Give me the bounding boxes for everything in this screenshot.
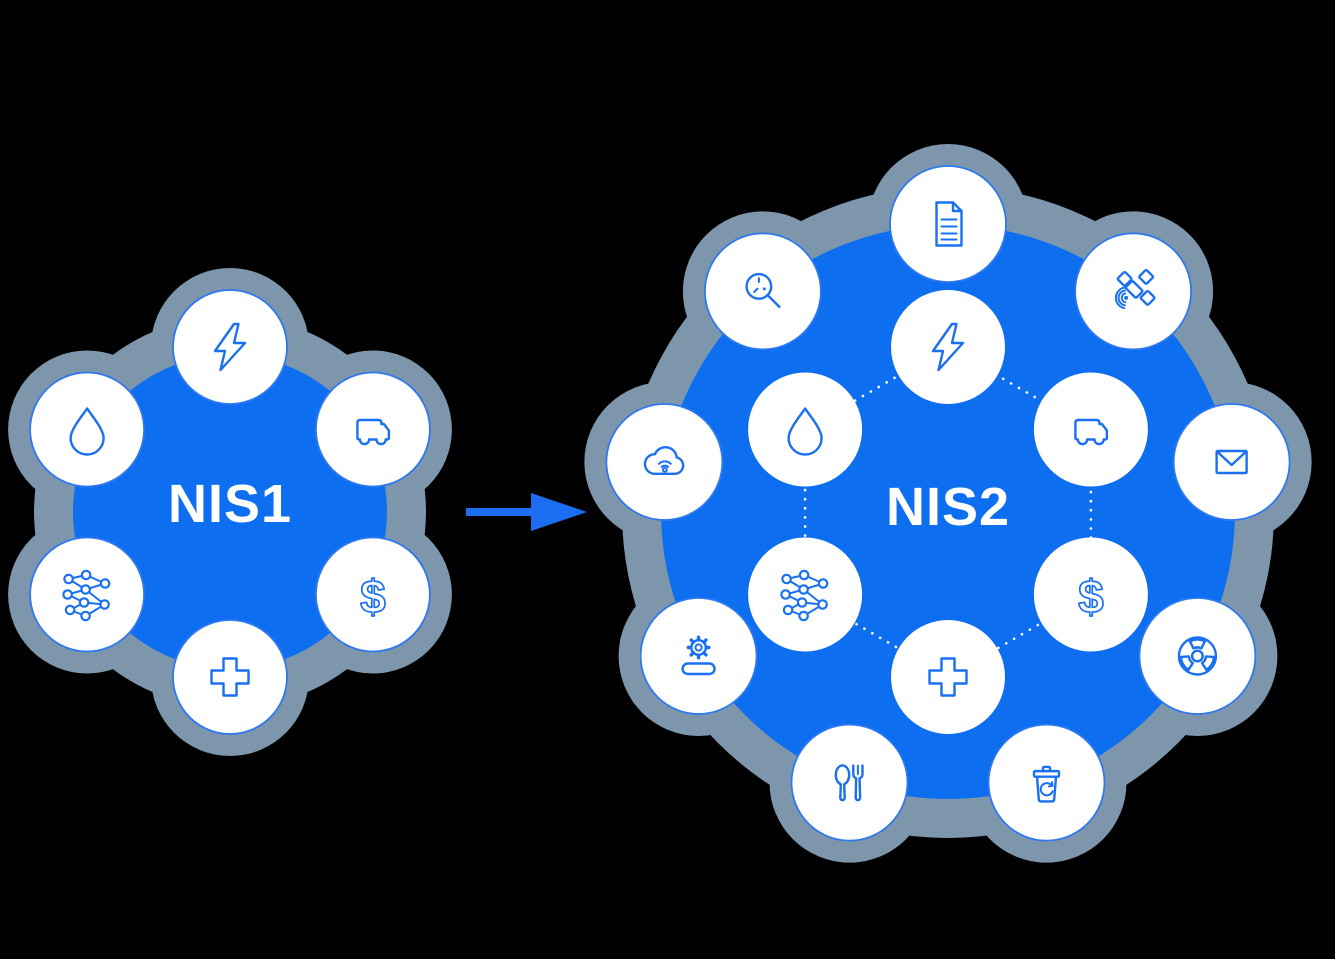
nis2-added-node-cloud-providers (605, 403, 724, 521)
nis2-added-node-space (1074, 232, 1193, 351)
transport-icon (1074, 418, 1109, 446)
drinking-water-icon (69, 407, 105, 456)
sector-circle (889, 165, 1007, 283)
nis1-node-transport (314, 371, 431, 488)
nis1-cluster: $ NIS1 (8, 268, 452, 756)
nis2-core-node-digital-infrastructure (748, 537, 863, 652)
digital-infrastructure-icon (62, 569, 111, 622)
nis2-core-node-drinking-water (748, 372, 863, 487)
health-icon (928, 657, 968, 697)
sector-circle (1172, 403, 1291, 521)
sector-circle (1138, 597, 1257, 715)
sector-circle (1074, 232, 1193, 351)
nis2-added-node-public-administration (889, 165, 1007, 283)
magnifier-clock-icon (745, 272, 781, 309)
sector-circle (314, 371, 431, 488)
banking-icon: $ (359, 570, 386, 624)
sector-circle (790, 723, 909, 842)
nis1-node-health (172, 619, 288, 735)
sector-circle (748, 372, 863, 487)
radiation-icon (1177, 636, 1218, 676)
nis2-added-node-manufacturing (639, 597, 758, 715)
nis2-core-node-transport (1033, 372, 1148, 487)
nis1-core-circle (73, 355, 387, 669)
satellite-icon (1114, 268, 1156, 310)
sector-circle (703, 232, 822, 351)
svg-text:$: $ (1078, 571, 1104, 623)
nis1-node-energy (172, 289, 288, 405)
cutlery-icon (834, 764, 864, 802)
nis2-added-node-waste-management (987, 723, 1106, 842)
nis2-added-node-research (703, 232, 822, 351)
banking-icon: $ (1077, 570, 1104, 624)
sector-circle (172, 289, 288, 405)
cloud-wifi-icon (643, 445, 685, 475)
nis2-core-node-health (891, 620, 1005, 734)
trash-recycle-icon (1032, 765, 1061, 803)
nis1-label: NIS1 (168, 474, 292, 534)
drinking-water-icon (787, 407, 823, 456)
sector-circle (1033, 537, 1148, 652)
energy-icon (213, 322, 247, 372)
envelope-icon (1215, 449, 1248, 475)
nis2-added-node-postal-services (1172, 403, 1291, 521)
nis1-node-drinking-water (29, 371, 146, 488)
nis1-node-banking: $ (314, 536, 431, 653)
sector-circle (891, 620, 1005, 734)
nis2-label: NIS2 (886, 477, 1010, 537)
digital-infrastructure-icon (780, 569, 829, 622)
health-icon (210, 657, 250, 697)
nis2-core-node-banking: $ (1033, 537, 1148, 652)
sector-circle (891, 290, 1005, 404)
nis2-core-circle (661, 225, 1235, 799)
transition-arrow-icon (466, 493, 587, 531)
sector-circle (314, 536, 431, 653)
sector-circle (172, 619, 288, 735)
nis1-node-digital-infrastructure (29, 536, 146, 653)
transport-icon (356, 418, 391, 446)
nis2-cluster: $ NIS2 (584, 144, 1312, 863)
energy-icon (931, 322, 965, 372)
nis2-added-node-chemicals (1138, 597, 1257, 715)
sector-circle (29, 371, 146, 488)
document-icon (935, 201, 963, 247)
svg-text:$: $ (360, 571, 386, 623)
sector-circle (1033, 372, 1148, 487)
nis2-core-node-energy (891, 290, 1005, 404)
gear-icon (681, 635, 716, 676)
nis2-added-node-food (790, 723, 909, 842)
